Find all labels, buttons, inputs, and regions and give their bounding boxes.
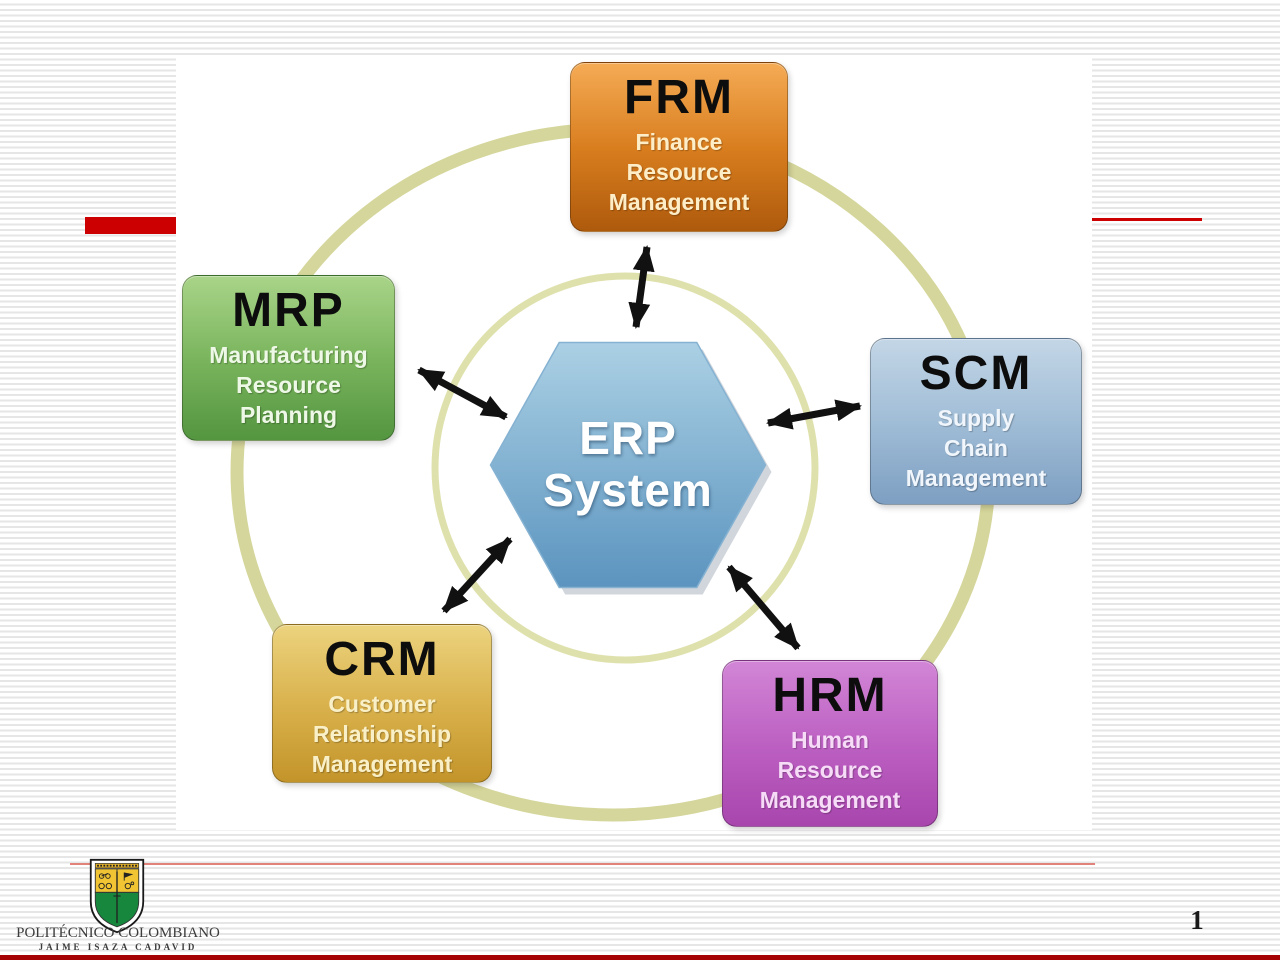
module-crm: CRM Customer Relationship Management	[272, 624, 492, 783]
arrow-hrm-erp	[726, 564, 801, 651]
subtitle-line: Relationship	[312, 720, 451, 747]
subtitle-line: Supply	[937, 404, 1015, 431]
module-frm: FRM Finance Resource Management	[570, 62, 788, 232]
inner-ring	[431, 272, 819, 664]
subtitle-line: Planning	[239, 401, 338, 428]
subtitle-line: Finance	[635, 128, 723, 155]
erp-diagram: ERP System FRM Finance Resource Manageme…	[176, 55, 1092, 830]
module-acronym: MRP	[232, 284, 345, 337]
subtitle-line: Management	[759, 786, 901, 813]
erp-hexagon	[489, 341, 767, 589]
arrow-crm-erp	[441, 536, 513, 614]
connector-arrows	[417, 245, 862, 651]
arrow-frm-erp	[628, 245, 655, 329]
subtitle-line: Customer	[328, 690, 436, 717]
arrow-scm-erp	[766, 399, 862, 430]
footer-divider-rule	[70, 863, 1095, 865]
module-subtitle: Supply Chain Management	[871, 404, 1081, 494]
module-scm: SCM Supply Chain Management	[870, 338, 1082, 505]
module-acronym: SCM	[919, 347, 1033, 400]
module-acronym: CRM	[324, 633, 440, 686]
module-acronym: FRM	[624, 71, 734, 124]
module-subtitle: Manufacturing Resource Planning	[183, 341, 394, 431]
subtitle-line: Management	[905, 464, 1047, 491]
erp-line: ERP	[579, 412, 677, 465]
institution-logo	[88, 858, 146, 934]
right-red-accent-line	[1092, 218, 1202, 221]
page-number: 1	[1190, 905, 1204, 935]
module-hrm: HRM Human Resource Management	[722, 660, 938, 827]
subtitle-line: Chain	[944, 434, 1008, 461]
subtitle-line: Manufacturing	[209, 341, 368, 368]
subtitle-line: Resource	[777, 756, 883, 783]
subtitle-line: Human	[791, 726, 869, 753]
institution-crest-icon	[89, 858, 145, 934]
arrow-mrp-erp	[417, 366, 508, 421]
module-acronym: HRM	[772, 669, 888, 722]
subtitle-line: Resource	[626, 158, 732, 185]
bottom-red-bar	[0, 955, 1280, 960]
erp-diagram-graphics	[230, 122, 996, 822]
module-subtitle: Customer Relationship Management	[273, 690, 491, 780]
left-red-accent-bar	[85, 217, 176, 234]
module-subtitle: Human Resource Management	[723, 726, 937, 816]
module-subtitle: Finance Resource Management	[571, 128, 787, 218]
subtitle-line: Resource	[236, 371, 341, 398]
module-mrp: MRP Manufacturing Resource Planning	[182, 275, 395, 441]
system-line: System	[543, 464, 713, 516]
institution-subname: JAIME ISAZA CADAVID	[38, 942, 198, 952]
erp-system-label: ERP System	[490, 342, 766, 588]
subtitle-line: Management	[608, 188, 750, 215]
subtitle-line: Management	[311, 750, 453, 777]
institution-name: POLITÉCNICO COLOMBIANO	[16, 925, 220, 941]
